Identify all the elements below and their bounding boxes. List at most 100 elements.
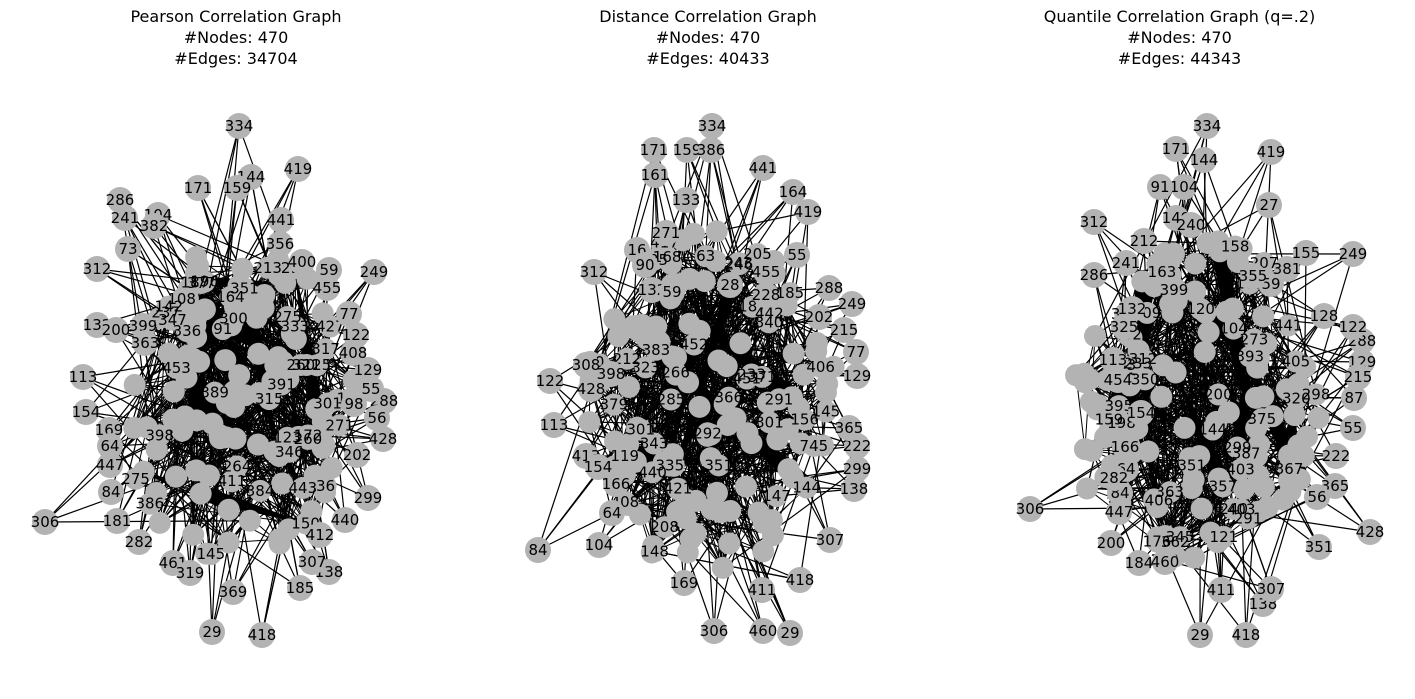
graph-node — [1065, 364, 1088, 387]
graph-node — [1277, 314, 1300, 337]
node-label: 123 — [273, 429, 302, 447]
node-label: 28 — [720, 276, 739, 294]
graph-node — [332, 507, 358, 533]
node-label: 365 — [835, 419, 864, 437]
graph-node — [285, 156, 311, 182]
node-label: 387 — [1232, 445, 1261, 463]
graph-node — [665, 346, 688, 369]
node-label: 168 — [653, 248, 682, 266]
panel-title: Quantile Correlation Graph (q=.2) #Nodes… — [944, 6, 1415, 69]
graph-node — [1287, 434, 1310, 457]
graph-node — [247, 342, 270, 365]
node-label: 419 — [794, 203, 823, 221]
node-label: 121 — [1210, 528, 1239, 546]
node-label: 299 — [843, 460, 872, 478]
node-label: 335 — [656, 457, 685, 475]
node-label: 411 — [218, 472, 247, 490]
node-label: 447 — [1105, 503, 1134, 521]
graph-node — [673, 187, 699, 213]
graph-node — [1098, 530, 1124, 556]
node-label: 400 — [288, 253, 317, 271]
graph-node — [1256, 495, 1279, 518]
graph-node — [268, 444, 291, 467]
node-label: 351 — [704, 456, 733, 474]
node-label: 164 — [216, 288, 245, 306]
graph-node — [314, 275, 340, 301]
node-label: 271 — [652, 224, 681, 242]
node-label: 172 — [294, 426, 323, 444]
graph-node — [1252, 475, 1275, 498]
graph-node — [640, 541, 663, 564]
node-label: 323 — [631, 358, 660, 376]
node-label: 212 — [1130, 232, 1159, 250]
node-label: 325 — [1110, 318, 1139, 336]
node-label: 36 — [316, 477, 335, 495]
edge-count: #Edges: 44343 — [1117, 49, 1242, 68]
graph-node — [271, 472, 294, 495]
node-label: 147 — [762, 487, 791, 505]
edge — [1164, 300, 1178, 560]
graph-node — [1178, 212, 1204, 238]
graph-node — [634, 356, 657, 379]
graph-node — [1182, 468, 1205, 491]
edge — [155, 308, 168, 494]
node-count: #Nodes: 470 — [655, 28, 761, 47]
node-label: 418 — [248, 626, 277, 644]
node-label: 363 — [1155, 483, 1184, 501]
graph-node — [525, 537, 551, 563]
graph-node — [705, 220, 728, 243]
graph-node — [1217, 401, 1240, 424]
graph-node — [138, 492, 161, 515]
graph-node — [693, 270, 716, 293]
node-label: 350 — [1131, 370, 1160, 388]
graph-node — [1187, 622, 1213, 648]
graph-node — [831, 317, 857, 343]
node-label: 271 — [325, 416, 354, 434]
graph-node — [1194, 301, 1217, 324]
node-label: 273 — [1240, 330, 1269, 348]
graph-node — [316, 392, 339, 415]
graph-node — [249, 479, 272, 502]
node-label: 460 — [1151, 553, 1180, 571]
graph-node — [299, 549, 325, 575]
node-label: 213 — [253, 259, 282, 277]
graph-node — [1252, 305, 1275, 328]
node-label: 138 — [840, 480, 869, 498]
node-label: 129 — [843, 367, 872, 385]
graph-node — [653, 220, 679, 246]
node-label: 176 — [1143, 533, 1172, 551]
node-label: 59 — [319, 261, 338, 279]
node-label: 408 — [339, 344, 368, 362]
graph-node — [1357, 519, 1383, 545]
node-label: 351 — [230, 279, 259, 297]
graph-node — [1073, 438, 1096, 461]
node-label: 299 — [1223, 439, 1252, 457]
graph-node — [750, 155, 776, 181]
graph-node — [1201, 418, 1224, 441]
graph-node — [249, 622, 275, 648]
graph-node — [1229, 458, 1252, 481]
graph-node — [189, 482, 212, 505]
node-label: 369 — [219, 583, 248, 601]
graph-node — [185, 262, 208, 285]
node-label: 367 — [1275, 460, 1304, 478]
graph-node — [358, 376, 384, 402]
graph-node — [581, 259, 607, 285]
node-label: 307 — [298, 553, 327, 571]
edge — [1210, 339, 1255, 533]
graph-node — [780, 179, 806, 205]
graph-node — [718, 532, 741, 555]
node-label: 84 — [101, 483, 120, 501]
graph-node — [1105, 367, 1131, 393]
graph-node — [749, 577, 775, 603]
graph-node — [641, 461, 664, 484]
node-label: 351 — [1305, 538, 1334, 556]
graph-node — [817, 527, 843, 553]
node-label: 240 — [1219, 500, 1248, 518]
node-label: 59 — [662, 283, 681, 301]
node-label: 421 — [664, 480, 693, 498]
edge — [628, 504, 773, 536]
graph-node — [782, 342, 805, 365]
node-label: 64 — [100, 437, 119, 455]
graph-node — [1184, 252, 1207, 275]
